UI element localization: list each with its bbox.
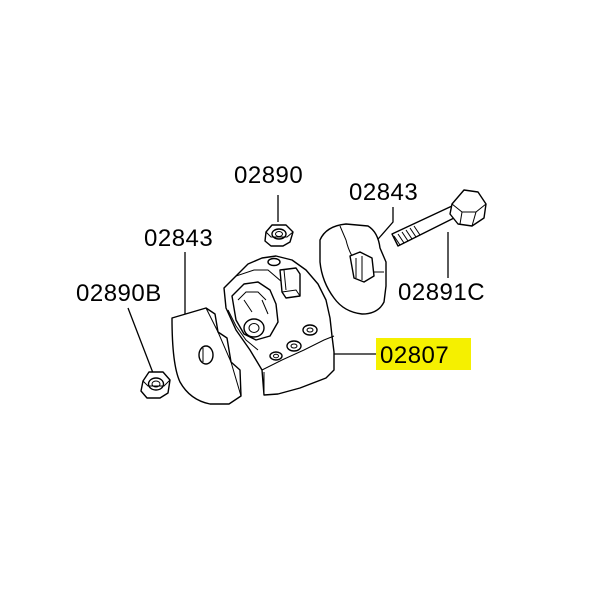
- leader-washer-right: [371, 207, 394, 247]
- label-mount[interactable]: 02807: [380, 342, 449, 369]
- label-highlight: [376, 338, 471, 370]
- label-bolt: 02891C: [398, 279, 485, 306]
- washer-02843-right[interactable]: [319, 223, 387, 315]
- bolt-02891c[interactable]: [391, 189, 487, 247]
- label-washer-right: 02843: [349, 179, 418, 206]
- leader-nut-left: [127, 307, 154, 374]
- washer-02843-left[interactable]: [171, 307, 242, 405]
- nut-02890[interactable]: [264, 224, 294, 247]
- label-nut-left: 02890B: [76, 280, 162, 307]
- label-nut-top: 02890: [234, 162, 303, 189]
- label-washer-left: 02843: [144, 225, 213, 252]
- nut-02890b[interactable]: [140, 371, 171, 399]
- engine-mount-02807[interactable]: [223, 255, 335, 396]
